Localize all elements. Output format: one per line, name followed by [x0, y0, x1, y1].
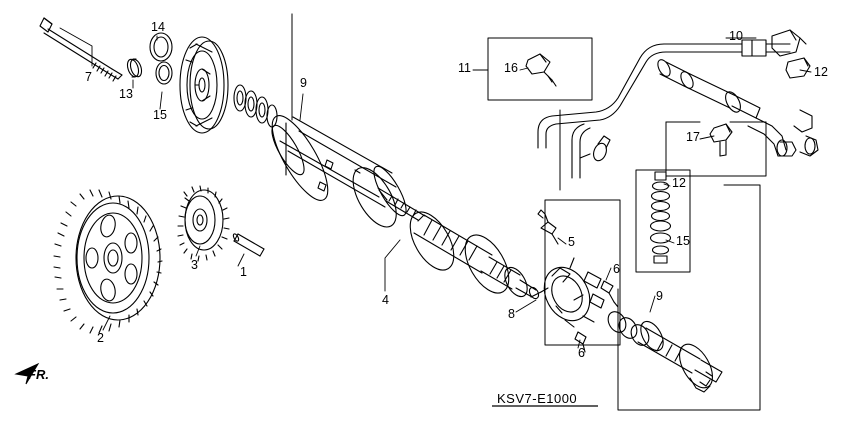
diagram-code: KSV7-E1000 [497, 391, 578, 406]
callout-9-lower: 9 [656, 289, 663, 303]
part-16-bolt [525, 53, 557, 87]
callout-8: 8 [508, 307, 515, 321]
callout-7: 7 [85, 70, 92, 84]
callout-3: 3 [191, 258, 198, 272]
part-6-screw-lower [574, 331, 587, 353]
part-washer-stack-rotor [233, 84, 278, 128]
part-13-washer [126, 58, 143, 78]
diagram-code-underline [492, 405, 598, 407]
callout-15-center: 15 [676, 234, 690, 248]
callout-13: 13 [119, 87, 133, 101]
callout-6-lower: 6 [578, 346, 585, 360]
part-9-motor-housing [271, 115, 407, 228]
callout-12-center: 12 [672, 176, 686, 190]
callout-10: 10 [729, 29, 743, 43]
part-3-gear-small [177, 185, 230, 262]
callout-1: 1 [240, 265, 247, 279]
group-box-9-lower [617, 184, 761, 411]
part-5-terminal [537, 209, 559, 245]
part-rotor-assembly [179, 36, 229, 134]
part-7-bolt [39, 17, 123, 82]
part-14-oring [149, 32, 173, 62]
callout-12-right: 12 [814, 65, 828, 79]
part-4-armature [377, 187, 540, 300]
part-2-gear [53, 189, 163, 334]
callout-16: 16 [504, 61, 518, 75]
callout-2: 2 [97, 331, 104, 345]
callout-6-upper: 6 [613, 262, 620, 276]
part-15-oring [155, 61, 173, 85]
callout-4: 4 [382, 293, 389, 307]
part-12-15-washer-stack [649, 171, 672, 264]
leader-lines [59, 27, 812, 349]
callout-5: 5 [568, 235, 575, 249]
group-box-11 [487, 37, 593, 101]
front-direction-arrow-icon [14, 362, 40, 385]
callout-11: 11 [458, 61, 471, 75]
part-9-motor-housing-lower [607, 311, 723, 393]
group-box-12-15 [635, 169, 691, 273]
group-box-17 [665, 121, 767, 177]
part-1-pin [232, 233, 265, 257]
part-17-bolt [709, 123, 733, 157]
part-6-screw-upper [600, 280, 619, 308]
part-10-cable-assembly [537, 29, 819, 179]
front-direction-label: FR. [28, 367, 49, 382]
callout-14: 14 [151, 20, 165, 34]
part-8-brush-holder [530, 257, 605, 328]
callout-9-upper: 9 [300, 76, 307, 90]
callout-15-upper: 15 [153, 108, 167, 122]
callout-17: 17 [686, 130, 700, 144]
